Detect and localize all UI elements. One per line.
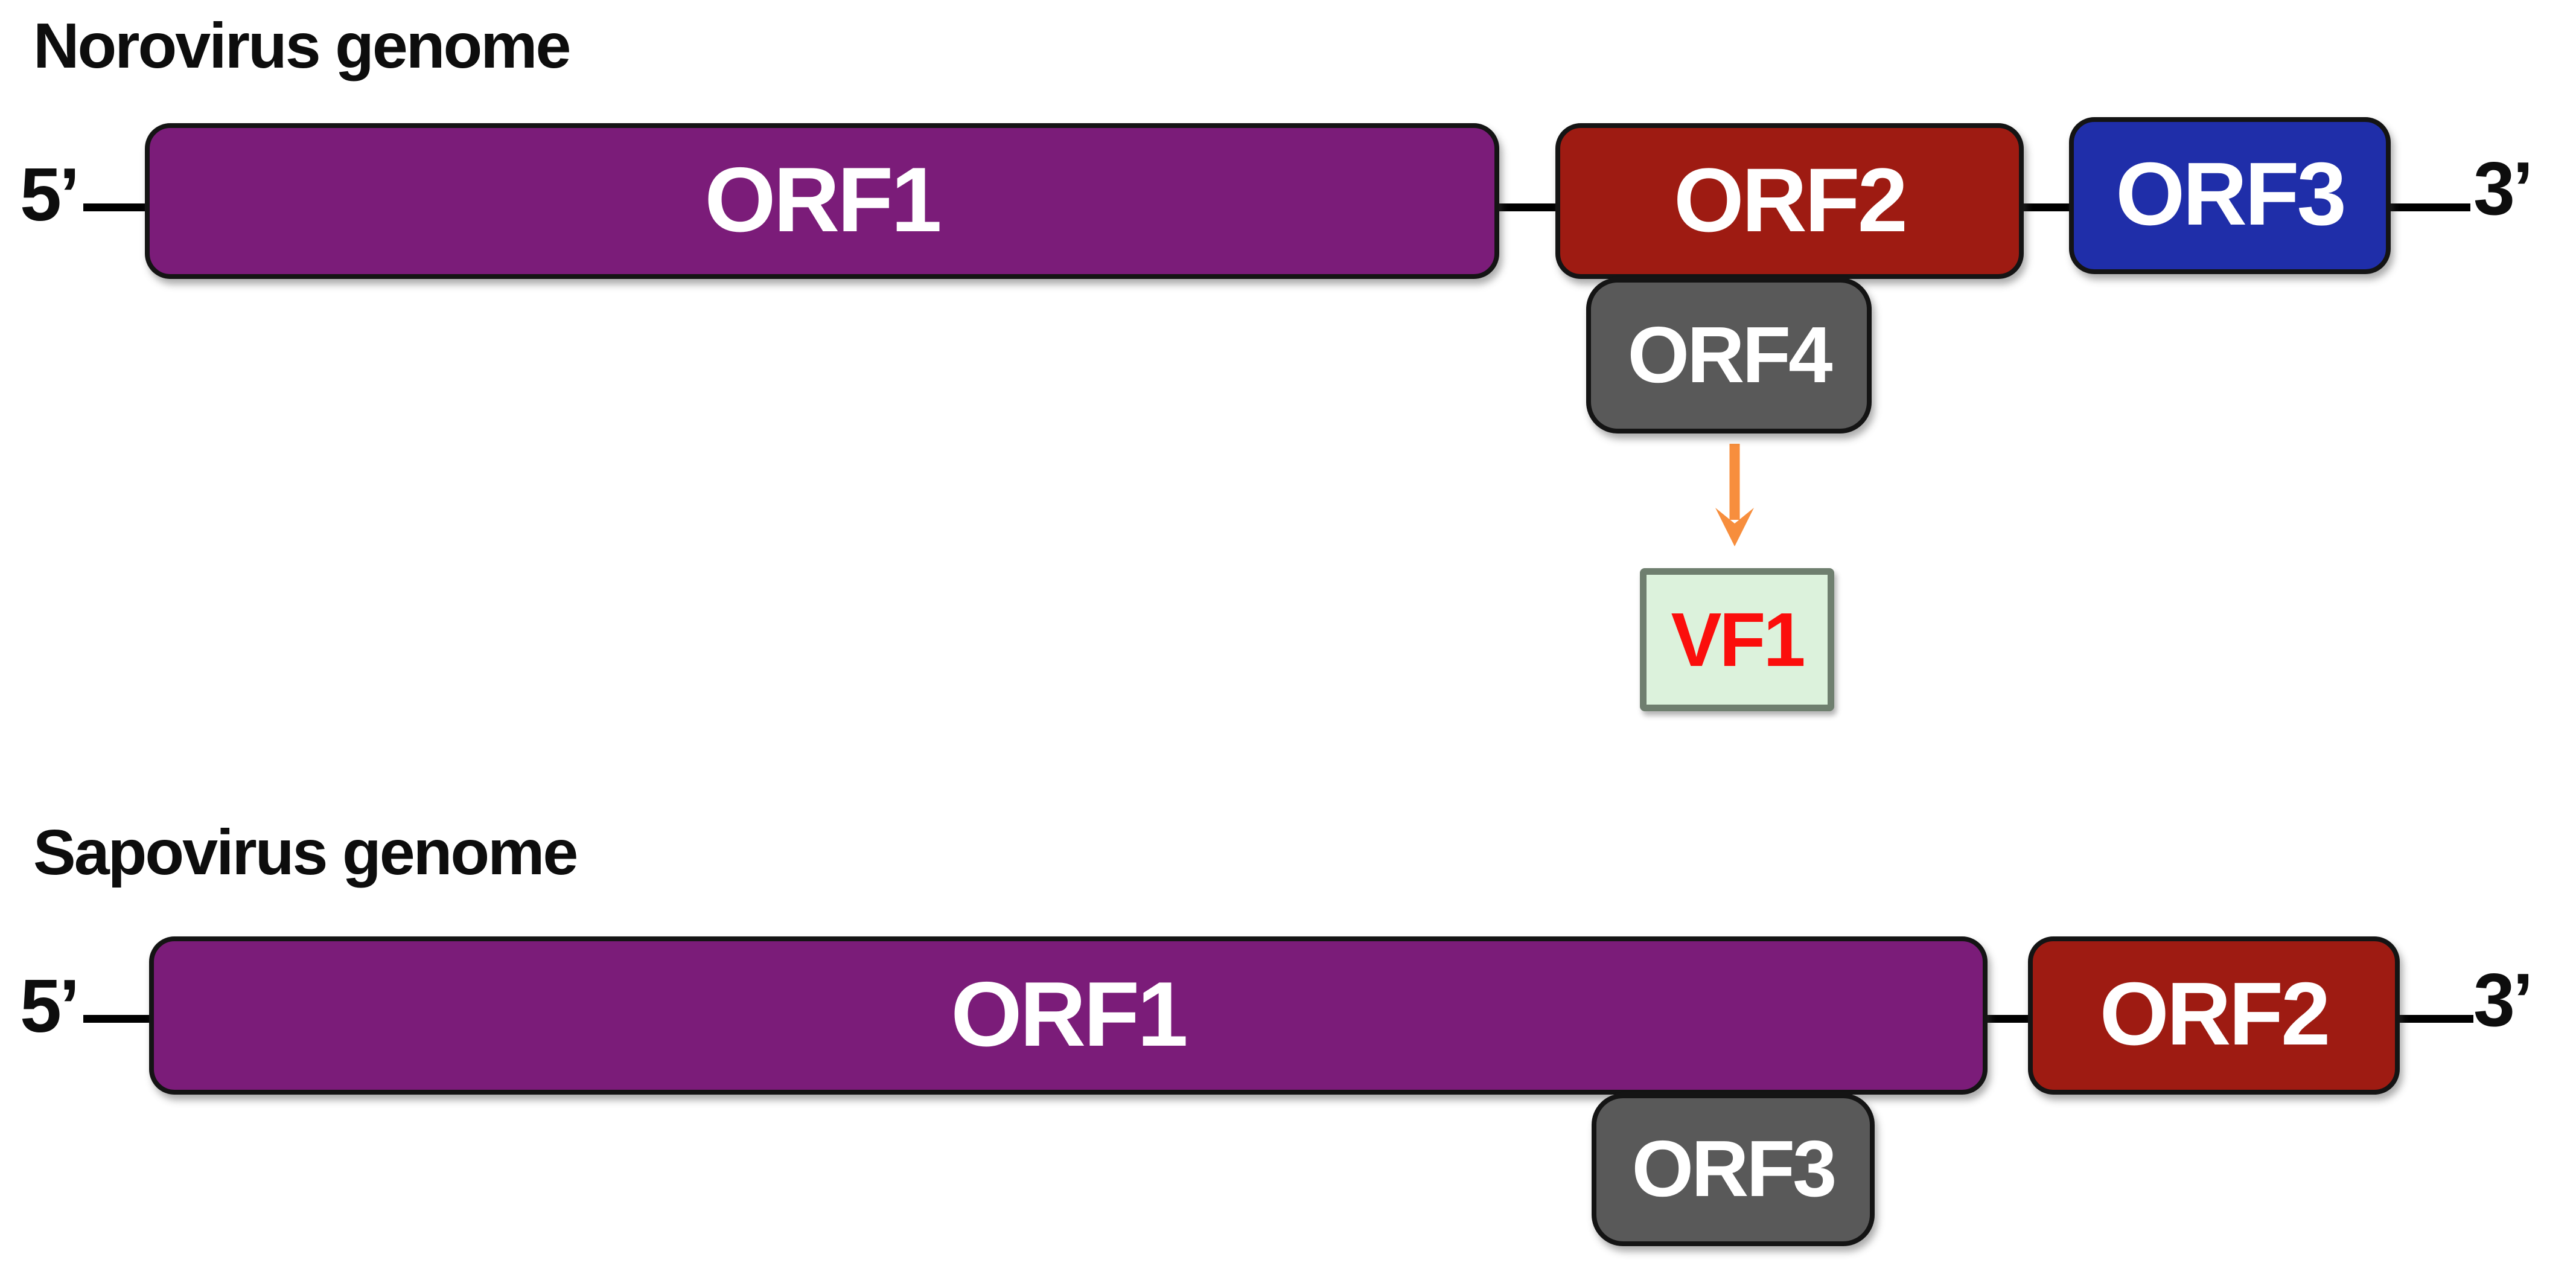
norovirus-title: Norovirus genome (33, 10, 572, 82)
sapovirus-orf1-label: ORF1 (951, 962, 1188, 1066)
down-arrow-icon (1715, 444, 1754, 546)
sapovirus-title: Sapovirus genome (33, 817, 578, 888)
norovirus-orf4-label: ORF4 (1627, 310, 1832, 399)
vf1-label: VF1 (1671, 597, 1805, 682)
norovirus-five-prime-label: 5’ (20, 153, 80, 237)
norovirus-three-prime-label: 3’ (2473, 147, 2533, 231)
sapovirus-orf1-box: ORF1 (149, 936, 1988, 1095)
sapovirus-three-prime-label: 3’ (2473, 959, 2533, 1042)
norovirus-orf2-label: ORF2 (1673, 149, 1908, 251)
sapovirus-orf3-label: ORF3 (1631, 1124, 1837, 1213)
norovirus-orf2-box: ORF2 (1555, 123, 2024, 279)
norovirus-orf3-box: ORF3 (2069, 117, 2391, 274)
norovirus-orf1-box: ORF1 (145, 123, 1499, 279)
norovirus-orf1-label: ORF1 (704, 148, 942, 251)
vf1-protein-box: VF1 (1640, 568, 1834, 711)
sapovirus-orf2-box: ORF2 (2028, 936, 2400, 1095)
sapovirus-orf2-label: ORF2 (2099, 964, 2331, 1064)
sapovirus-orf3-box: ORF3 (1592, 1093, 1875, 1246)
norovirus-orf3-label: ORF3 (2115, 144, 2347, 244)
norovirus-orf4-box: ORF4 (1586, 278, 1872, 433)
sapovirus-five-prime-label: 5’ (20, 965, 80, 1048)
